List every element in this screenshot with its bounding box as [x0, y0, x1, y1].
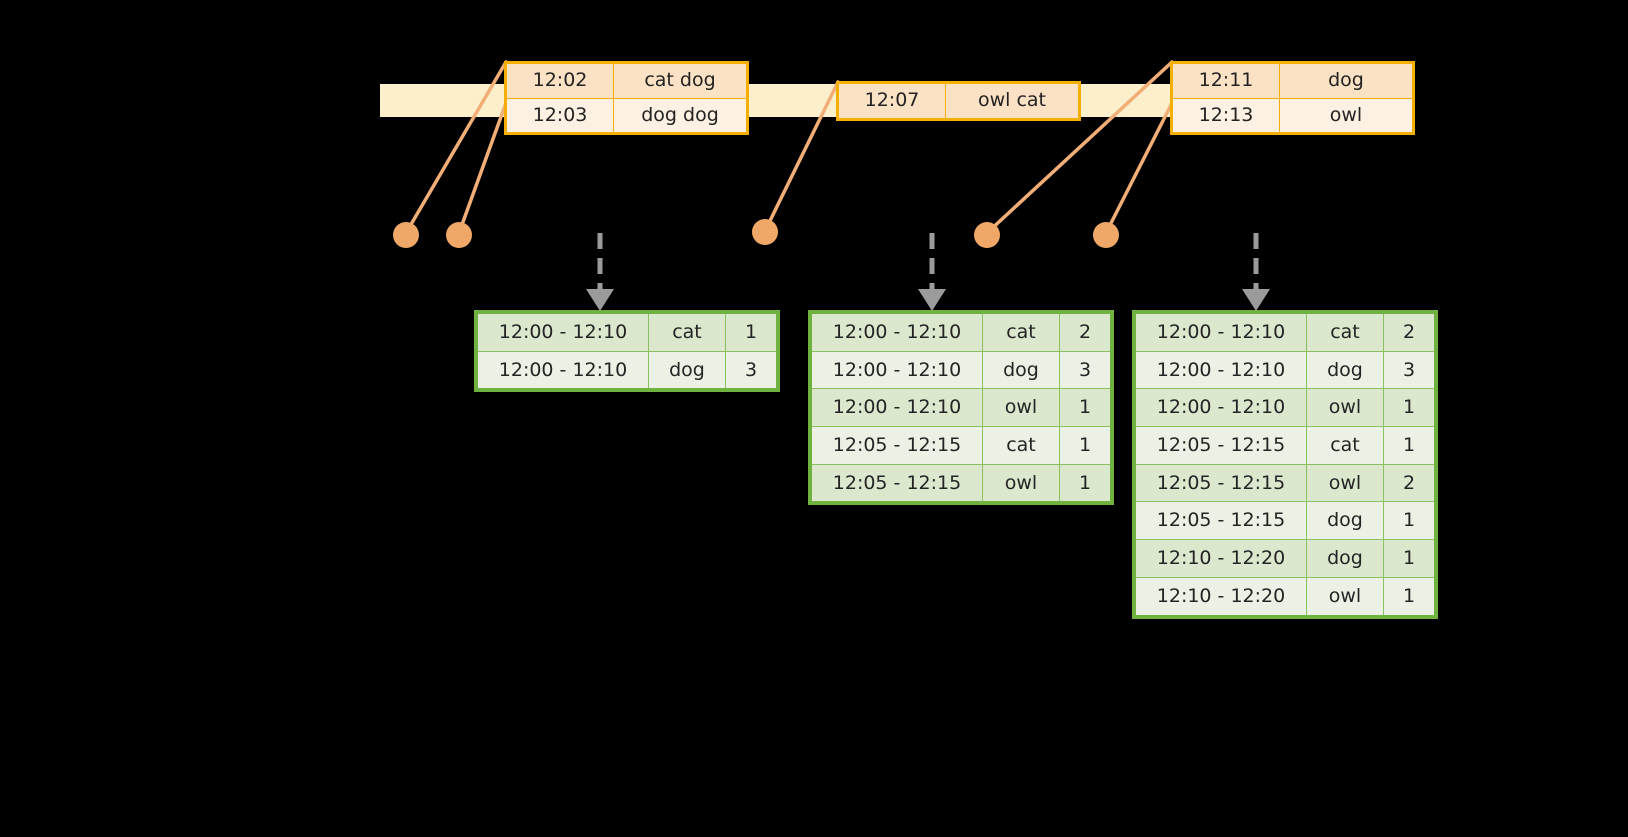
table-row[interactable]: 12:00 - 12:10 owl 1	[809, 388, 1113, 428]
window-cell: 12:00 - 12:10	[1133, 311, 1307, 352]
event-time: 12:11	[1171, 62, 1280, 99]
word-cell: cat	[1306, 426, 1384, 465]
connector-line-5	[1104, 101, 1174, 235]
event-words: dog dog	[613, 97, 748, 135]
word-cell: dog	[1306, 501, 1384, 541]
word-cell: owl	[1306, 576, 1384, 618]
word-cell: cat	[1306, 311, 1384, 352]
count-cell: 1	[1059, 426, 1113, 465]
event-row[interactable]: 12:03 dog dog	[505, 97, 748, 135]
table-row[interactable]: 12:00 - 12:10 dog 3	[809, 350, 1113, 390]
word-cell: owl	[1306, 463, 1384, 503]
marker-2	[446, 222, 472, 248]
event-markers	[393, 219, 1119, 248]
connector-line-1	[404, 60, 508, 235]
word-cell: cat	[982, 311, 1060, 352]
event-row[interactable]: 12:07 owl cat	[837, 82, 1080, 120]
event-row[interactable]: 12:02 cat dog	[505, 62, 748, 99]
dashed-arrow-heads	[586, 289, 1270, 311]
word-cell: dog	[1306, 350, 1384, 390]
window-cell: 12:00 - 12:10	[475, 350, 649, 391]
event-group-2[interactable]: 12:07 owl cat	[836, 81, 1081, 121]
window-cell: 12:10 - 12:20	[1133, 539, 1307, 578]
dashed-arrows	[597, 233, 1259, 292]
window-cell: 12:00 - 12:10	[1133, 388, 1307, 428]
dashed-arrow-head-2	[918, 289, 946, 311]
window-cell: 12:05 - 12:15	[809, 463, 983, 504]
table-row[interactable]: 12:10 - 12:20 dog 1	[1133, 539, 1437, 578]
window-cell: 12:10 - 12:20	[1133, 576, 1307, 618]
event-words: dog	[1279, 62, 1414, 99]
table-row[interactable]: 12:00 - 12:10 dog 3	[475, 350, 779, 391]
event-row[interactable]: 12:13 owl	[1171, 97, 1414, 135]
count-cell: 2	[1059, 311, 1113, 352]
count-cell: 1	[1383, 426, 1437, 465]
word-cell: cat	[648, 311, 726, 352]
window-cell: 12:05 - 12:15	[809, 426, 983, 465]
window-cell: 12:05 - 12:15	[1133, 501, 1307, 541]
marker-3	[752, 219, 778, 245]
window-cell: 12:00 - 12:10	[475, 311, 649, 352]
marker-4	[974, 222, 1000, 248]
marker-1	[393, 222, 419, 248]
word-cell: owl	[982, 463, 1060, 504]
word-cell: owl	[1306, 388, 1384, 428]
table-row[interactable]: 12:05 - 12:15 dog 1	[1133, 501, 1437, 541]
count-cell: 1	[1383, 539, 1437, 578]
word-cell: dog	[982, 350, 1060, 390]
window-cell: 12:00 - 12:10	[1133, 350, 1307, 390]
connector-line-2	[457, 101, 508, 235]
word-cell: dog	[1306, 539, 1384, 578]
count-cell: 2	[1383, 311, 1437, 352]
word-cell: dog	[648, 350, 726, 391]
window-cell: 12:00 - 12:10	[809, 388, 983, 428]
event-words: cat dog	[613, 62, 748, 99]
count-cell: 1	[1059, 388, 1113, 428]
event-time: 12:03	[505, 97, 614, 135]
event-time: 12:13	[1171, 97, 1280, 135]
window-cell: 12:00 - 12:10	[809, 350, 983, 390]
table-row[interactable]: 12:05 - 12:15 cat 1	[1133, 426, 1437, 465]
event-group-1[interactable]: 12:02 cat dog 12:03 dog dog	[504, 61, 749, 136]
table-row[interactable]: 12:10 - 12:20 owl 1	[1133, 576, 1437, 618]
dashed-arrow-head-3	[1242, 289, 1270, 311]
window-cell: 12:00 - 12:10	[809, 311, 983, 352]
count-cell: 3	[725, 350, 779, 391]
count-cell: 1	[1383, 501, 1437, 541]
result-table-2[interactable]: 12:00 - 12:10 cat 2 12:00 - 12:10 dog 3 …	[808, 310, 1114, 506]
event-time: 12:07	[837, 82, 946, 120]
table-row[interactable]: 12:05 - 12:15 cat 1	[809, 426, 1113, 465]
count-cell: 2	[1383, 463, 1437, 503]
event-row[interactable]: 12:11 dog	[1171, 62, 1414, 99]
table-row[interactable]: 12:00 - 12:10 cat 2	[1133, 311, 1437, 352]
count-cell: 1	[725, 311, 779, 352]
window-cell: 12:05 - 12:15	[1133, 426, 1307, 465]
count-cell: 1	[1383, 576, 1437, 618]
event-time: 12:02	[505, 62, 614, 99]
count-cell: 3	[1059, 350, 1113, 390]
window-cell: 12:05 - 12:15	[1133, 463, 1307, 503]
table-row[interactable]: 12:05 - 12:15 owl 1	[809, 463, 1113, 504]
table-row[interactable]: 12:00 - 12:10 cat 1	[475, 311, 779, 352]
table-row[interactable]: 12:00 - 12:10 cat 2	[809, 311, 1113, 352]
marker-5	[1093, 222, 1119, 248]
connector-line-3	[763, 80, 840, 233]
table-row[interactable]: 12:05 - 12:15 owl 2	[1133, 463, 1437, 503]
count-cell: 1	[1383, 388, 1437, 428]
result-table-3[interactable]: 12:00 - 12:10 cat 2 12:00 - 12:10 dog 3 …	[1132, 310, 1438, 619]
result-table-1[interactable]: 12:00 - 12:10 cat 1 12:00 - 12:10 dog 3	[474, 310, 780, 393]
word-cell: owl	[982, 388, 1060, 428]
event-group-3[interactable]: 12:11 dog 12:13 owl	[1170, 61, 1415, 136]
event-words: owl	[1279, 97, 1414, 135]
count-cell: 3	[1383, 350, 1437, 390]
word-cell: cat	[982, 426, 1060, 465]
table-row[interactable]: 12:00 - 12:10 dog 3	[1133, 350, 1437, 390]
table-row[interactable]: 12:00 - 12:10 owl 1	[1133, 388, 1437, 428]
count-cell: 1	[1059, 463, 1113, 504]
event-words: owl cat	[945, 82, 1080, 120]
dashed-arrow-head-1	[586, 289, 614, 311]
